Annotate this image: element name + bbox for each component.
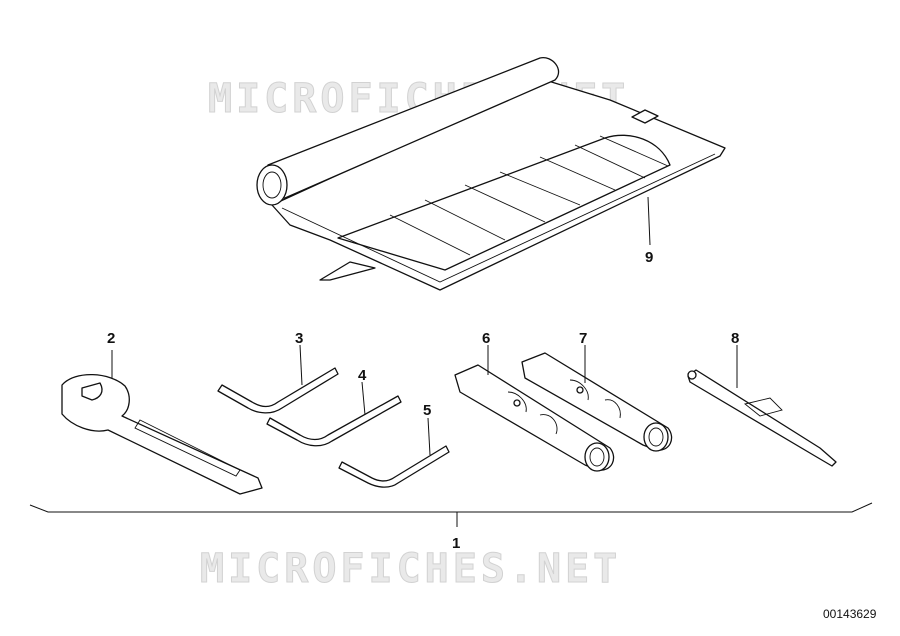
callout-2: 2	[107, 330, 115, 347]
hex-key-4-drawing	[266, 381, 402, 447]
callout-9: 9	[645, 249, 653, 266]
watermark-bottom: MICROFICHES.NET	[200, 546, 621, 592]
callout-6: 6	[482, 330, 490, 347]
tool-roll-drawing	[256, 57, 726, 291]
set-bracket	[29, 502, 873, 527]
box-wrench-6-drawing	[454, 345, 615, 472]
diagram-number: 00143629	[823, 607, 877, 621]
callout-3: 3	[295, 330, 303, 347]
box-wrench-7-drawing	[521, 345, 673, 452]
callout-5: 5	[423, 402, 431, 419]
hex-key-5-drawing	[338, 417, 450, 488]
screwdriver-drawing	[687, 345, 837, 467]
callout-7: 7	[579, 330, 587, 347]
callout-1: 1	[452, 535, 460, 552]
hex-key-3-drawing	[217, 344, 339, 414]
open-end-wrench-drawing	[61, 350, 263, 495]
callout-8: 8	[731, 330, 739, 347]
callout-4: 4	[358, 367, 367, 384]
